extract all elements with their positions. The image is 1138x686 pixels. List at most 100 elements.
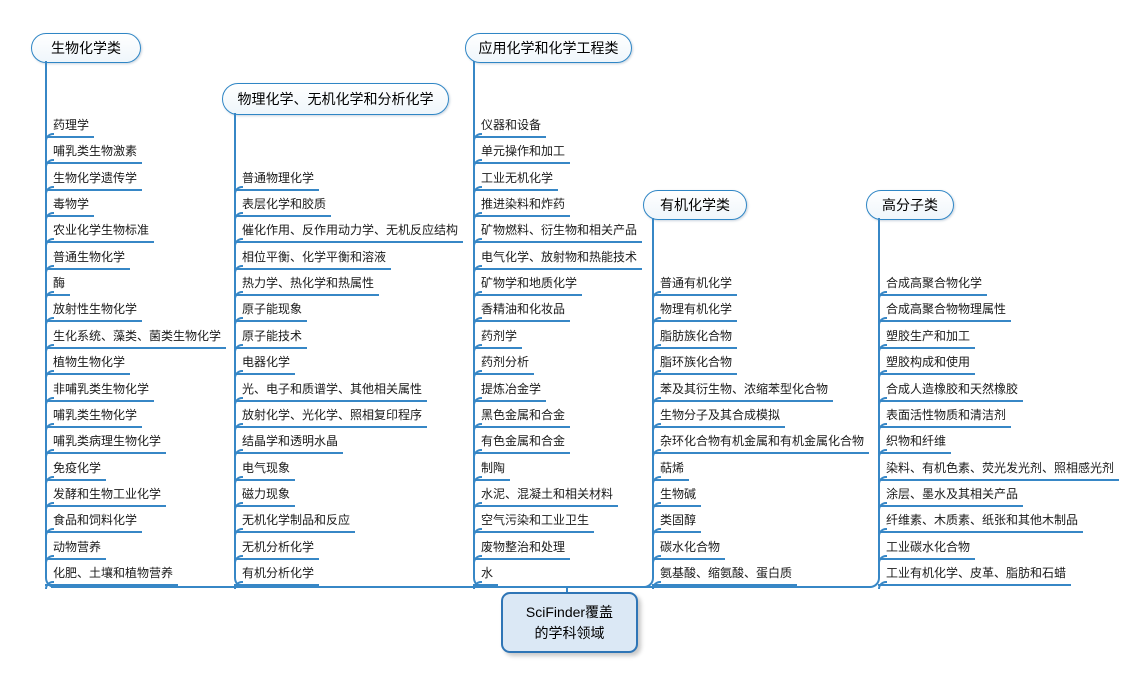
topic-item: 有机分析化学	[234, 560, 320, 586]
topic-item: 生物碱	[652, 481, 702, 507]
topic-item: 电气化学、放射物和热能技术	[473, 244, 643, 270]
topic-item: 光、电子和质谱学、其他相关属性	[234, 376, 428, 402]
topic-item: 酶	[45, 270, 71, 296]
topic-item: 工业有机化学、皮革、脂肪和石蜡	[878, 560, 1072, 586]
topic-item: 苯及其衍生物、浓缩苯型化合物	[652, 376, 834, 402]
topic-item: 表层化学和胶质	[234, 191, 332, 217]
root-node-label-line2: 的学科领域	[534, 624, 605, 641]
topic-item: 无机化学制品和反应	[234, 507, 356, 533]
topic-item: 合成高聚合物化学	[878, 270, 988, 296]
topic-item: 氨基酸、缩氨酸、蛋白质	[652, 560, 798, 586]
topic-item: 无机分析化学	[234, 534, 320, 560]
item-connector-curve	[652, 423, 661, 431]
item-connector-curve	[878, 502, 887, 510]
topic-item: 原子能技术	[234, 323, 308, 349]
item-connector-curve	[473, 133, 482, 141]
item-connector-curve	[473, 555, 482, 563]
item-connector-curve	[652, 581, 661, 589]
item-connector-curve	[45, 159, 54, 167]
branch-trunk-curve	[868, 575, 880, 588]
topic-item: 表面活性物质和清洁剂	[878, 402, 1012, 428]
topic-item: 合成人造橡胶和天然橡胶	[878, 376, 1024, 402]
topic-item: 有色金属和合金	[473, 428, 571, 454]
root-node-label-line1: SciFinder覆盖	[525, 603, 614, 620]
topic-item: 纤维素、木质素、纸张和其他木制品	[878, 507, 1084, 533]
topic-item: 植物生物化学	[45, 349, 131, 375]
topic-item: 矿物学和地质化学	[473, 270, 583, 296]
topic-item: 合成高聚合物物理属性	[878, 296, 1012, 322]
root-node: SciFinder覆盖 的学科领域	[501, 592, 638, 653]
topic-item: 药剂学	[473, 323, 523, 349]
item-connector-curve	[234, 528, 243, 536]
item-connector-curve	[234, 502, 243, 510]
topic-item: 脂环族化合物	[652, 349, 738, 375]
topic-item: 相位平衡、化学平衡和溶液	[234, 244, 392, 270]
item-connector-curve	[234, 317, 243, 325]
item-connector-curve	[473, 344, 482, 352]
item-connector-curve	[234, 212, 243, 220]
item-connector-curve	[234, 397, 243, 405]
topic-item: 萜烯	[652, 455, 690, 481]
topic-item: 磁力现象	[234, 481, 296, 507]
item-connector-curve	[878, 370, 887, 378]
topic-item: 非哺乳类生物化学	[45, 376, 155, 402]
topic-item: 动物营养	[45, 534, 107, 560]
topic-item: 哺乳类生物化学	[45, 402, 143, 428]
item-connector-curve	[473, 528, 482, 536]
item-connector-curve	[878, 397, 887, 405]
item-connector-curve	[234, 581, 243, 589]
item-connector-curve	[878, 423, 887, 431]
topic-item: 电气现象	[234, 455, 296, 481]
topic-item: 碳水化合物	[652, 534, 726, 560]
topic-item: 毒物学	[45, 191, 95, 217]
branch-topic-bubble: 物理化学、无机化学和分析化学	[222, 83, 449, 115]
topic-item: 推进染料和炸药	[473, 191, 571, 217]
item-connector-curve	[473, 186, 482, 194]
item-connector-curve	[473, 423, 482, 431]
item-connector-curve	[45, 423, 54, 431]
branch-spine	[234, 113, 236, 577]
branch-topic-bubble: 有机化学类	[643, 190, 747, 220]
topic-item: 类固醇	[652, 507, 702, 533]
branch-topic-bubble: 应用化学和化学工程类	[465, 33, 632, 63]
topic-item: 制陶	[473, 455, 511, 481]
topic-item: 普通物理化学	[234, 165, 320, 191]
item-connector-curve	[234, 449, 243, 457]
item-connector-curve	[45, 449, 54, 457]
topic-item: 生物化学遗传学	[45, 165, 143, 191]
item-connector-curve	[45, 528, 54, 536]
topic-item: 化肥、土壤和植物营养	[45, 560, 179, 586]
topic-item: 催化作用、反作用动力学、无机反应结构	[234, 217, 464, 243]
topic-item: 织物和纤维	[878, 428, 952, 454]
item-connector-curve	[45, 502, 54, 510]
item-connector-curve	[45, 344, 54, 352]
topic-item: 杂环化合物有机金属和有机金属化合物	[652, 428, 870, 454]
item-connector-curve	[234, 344, 243, 352]
item-connector-curve	[473, 238, 482, 246]
item-connector-curve	[473, 397, 482, 405]
item-connector-curve	[652, 476, 661, 484]
topic-item: 结晶学和透明水晶	[234, 428, 344, 454]
branch-trunk-curve	[642, 575, 654, 588]
item-connector-curve	[878, 291, 887, 299]
item-connector-curve	[473, 317, 482, 325]
item-connector-curve	[473, 265, 482, 273]
topic-item: 生化系统、藻类、菌类生物化学	[45, 323, 227, 349]
item-connector-curve	[652, 502, 661, 510]
topic-item: 香精油和化妆品	[473, 296, 571, 322]
topic-item: 普通有机化学	[652, 270, 738, 296]
item-connector-curve	[234, 265, 243, 273]
item-connector-curve	[45, 265, 54, 273]
topic-item: 哺乳类生物激素	[45, 138, 143, 164]
item-connector-curve	[234, 238, 243, 246]
item-connector-curve	[652, 344, 661, 352]
item-connector-curve	[652, 291, 661, 299]
item-connector-curve	[234, 555, 243, 563]
topic-item: 药理学	[45, 112, 95, 138]
topic-item: 涂层、墨水及其相关产品	[878, 481, 1024, 507]
item-connector-curve	[473, 291, 482, 299]
root-connector	[566, 586, 568, 594]
topic-item: 提炼冶金学	[473, 376, 547, 402]
topic-item: 单元操作和加工	[473, 138, 571, 164]
